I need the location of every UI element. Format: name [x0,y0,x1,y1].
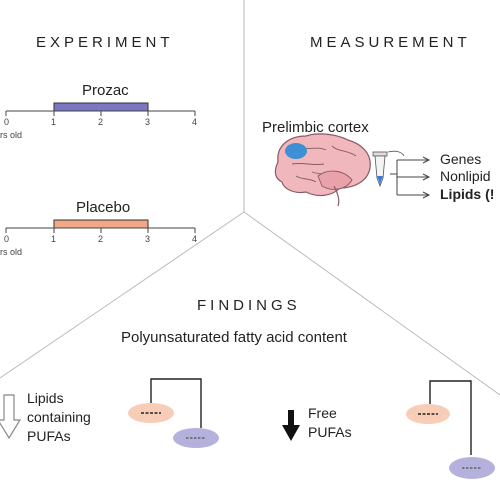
left-finding-label: Lipids containing PUFAs [27,389,91,446]
placebo-tick-3: 3 [145,234,151,244]
divider-left-diagonal [0,211,245,379]
placebo-tick-2: 2 [98,234,104,244]
placebo-tick-0: 0 [4,234,10,244]
prelimbic-region [285,143,307,159]
left-finding-line-3: PUFAs [27,428,71,444]
left-finding-line-2: containing [27,409,91,425]
prozac-label: Prozac [82,82,129,99]
prozac-tick-2: 2 [98,117,104,127]
placebo-tick-4: 4 [192,234,198,244]
placebo-tick-1: 1 [51,234,57,244]
findings-subtitle: Polyunsaturated fatty acid content [121,329,347,346]
right-finding-line-2: PUFAs [308,424,352,440]
experiment-heading: EXPERIMENT [36,34,174,51]
region-label: Prelimbic cortex [262,119,369,136]
output-genes: Genes [440,151,482,167]
output-lipids: Lipids (! [440,186,495,202]
right-finding-line-1: Free [308,405,337,421]
divider-right-diagonal [243,211,500,396]
placebo-axis-caption: rs old [0,247,23,257]
findings-heading: FINDINGS [197,297,301,314]
prozac-tick-1: 1 [51,117,57,127]
placebo-label: Placebo [76,199,131,216]
output-nonlipid: Nonlipid [440,168,491,184]
right-finding-label: Free PUFAs [308,404,352,442]
left-finding-line-1: Lipids [27,390,64,406]
prozac-tick-3: 3 [145,117,151,127]
prozac-tick-0: 0 [4,117,10,127]
prozac-tick-4: 4 [192,117,198,127]
prozac-axis-caption: rs old [0,130,23,140]
measurement-heading: MEASUREMENT [310,34,471,51]
